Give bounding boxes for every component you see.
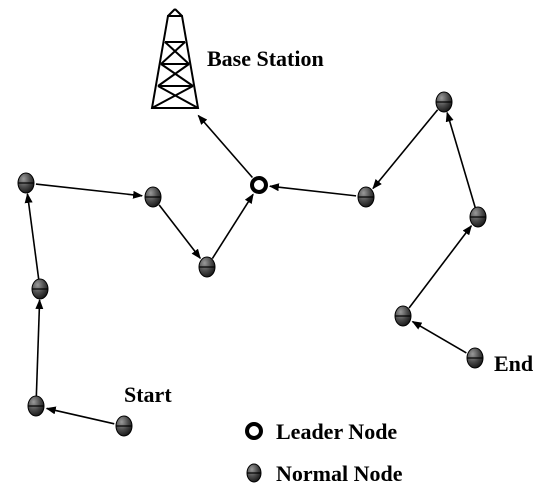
leader-node <box>250 176 268 194</box>
normal-node-d <box>144 186 162 208</box>
edge-arrow-10 <box>372 109 439 190</box>
normal-node-e <box>198 256 216 278</box>
normal-node-a <box>27 395 45 417</box>
start-label: Start <box>124 382 172 407</box>
legend-normal-label: Normal Node <box>276 461 403 486</box>
normal-node-c <box>17 172 35 194</box>
edge-arrow-6 <box>211 193 254 259</box>
legend-leader-icon <box>245 422 263 440</box>
edge-arrow-5 <box>158 204 201 260</box>
legend: Leader Node Normal Node <box>245 419 403 486</box>
edges-layer <box>24 109 476 425</box>
edge-arrow-12 <box>197 114 254 178</box>
normal-node-b <box>31 278 49 300</box>
edge-arrow-7 <box>411 320 467 354</box>
normal-node-start <box>115 415 133 437</box>
end-label: End <box>494 351 533 376</box>
edge-arrow-8 <box>408 224 472 309</box>
nodes-layer <box>17 91 487 437</box>
legend-leader-label: Leader Node <box>276 419 397 444</box>
normal-node-end <box>466 347 484 369</box>
normal-node-h <box>435 91 453 113</box>
edge-arrow-4 <box>35 183 144 199</box>
edge-arrow-11 <box>268 183 357 197</box>
edge-arrow-9 <box>445 111 476 208</box>
base-station-tower-icon <box>150 8 200 109</box>
normal-node-i <box>469 206 487 228</box>
edge-arrow-2 <box>35 298 44 397</box>
edge-arrow-3 <box>24 192 40 280</box>
edge-arrow-1 <box>45 406 115 425</box>
normal-node-g <box>357 186 375 208</box>
base-station-label: Base Station <box>207 46 324 71</box>
normal-node-j <box>394 305 412 327</box>
